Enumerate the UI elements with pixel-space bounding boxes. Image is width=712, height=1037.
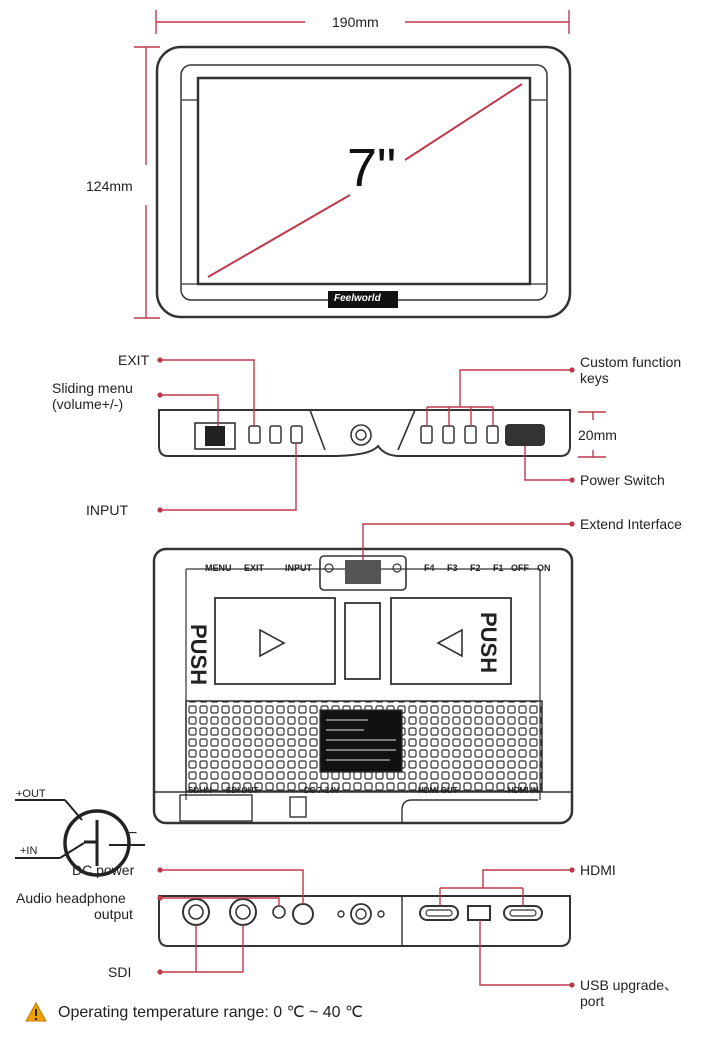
back-view [152,547,574,825]
push-label-left: PUSH [186,624,211,686]
exit-label: EXIT [118,352,150,368]
height-dimension [134,46,160,319]
dc-power-label: DC power [72,862,135,878]
port-sdi-in: SDI IN [188,786,212,795]
front-view [155,45,572,319]
back-key-exit: EXIT [244,563,265,573]
port-hdmi-in: HDMI IN [508,786,539,795]
back-key-f2: F2 [470,563,481,573]
sdi-label: SDI [108,964,132,980]
input-label: INPUT [86,502,128,518]
warning-triangle-icon [25,1001,47,1022]
width-dimension-label: 190mm [332,14,379,30]
extend-interface-label: Extend Interface [580,516,682,532]
back-key-input: INPUT [285,563,312,573]
usb-sub-label: port [580,993,605,1009]
polarity-plus-in: +IN [20,845,38,857]
sliding-menu-label: Sliding menu [52,380,133,396]
back-key-menu: MENU [205,563,232,573]
custom-keys-sub-label: keys [580,370,609,386]
brand-logo: Feelworld [334,293,381,304]
port-sdi-out: SDI OUT [226,786,259,795]
callout-lines [160,359,572,986]
dc-polarity-symbol [15,799,145,877]
audio-sub-label: output [94,906,133,922]
audio-label: Audio headphone [16,890,126,906]
custom-keys-label: Custom function [580,354,682,370]
screen-size-label: 7" [347,138,397,198]
bottom-view [158,895,571,947]
back-key-on: ON [537,563,551,573]
port-dc: DC 7-24V [304,786,340,795]
sliding-menu-sub-label: (volume+/-) [52,396,124,412]
hdmi-label: HDMI [580,862,616,878]
port-hdmi-out: HDMI OUT [418,786,458,795]
back-key-off: OFF [511,563,529,573]
back-key-f4: F4 [424,563,435,573]
power-switch-label: Power Switch [580,472,665,488]
thickness-dimension [578,411,606,458]
callout-dots [157,357,575,988]
push-label-right: PUSH [476,612,501,674]
polarity-plus-out: +OUT [16,788,46,800]
height-dimension-label: 124mm [86,178,133,194]
usb-label: USB upgrade、 [580,977,679,993]
label-plate-lines [326,719,396,761]
width-dimension [155,10,570,34]
thickness-label: 20mm [578,427,617,443]
operating-temperature-note: Operating temperature range: 0 ℃ ~ 40 ℃ [58,1004,363,1021]
polarity-minus: − [128,825,138,842]
back-key-f1: F1 [493,563,504,573]
top-view [158,409,571,457]
back-key-f3: F3 [447,563,458,573]
